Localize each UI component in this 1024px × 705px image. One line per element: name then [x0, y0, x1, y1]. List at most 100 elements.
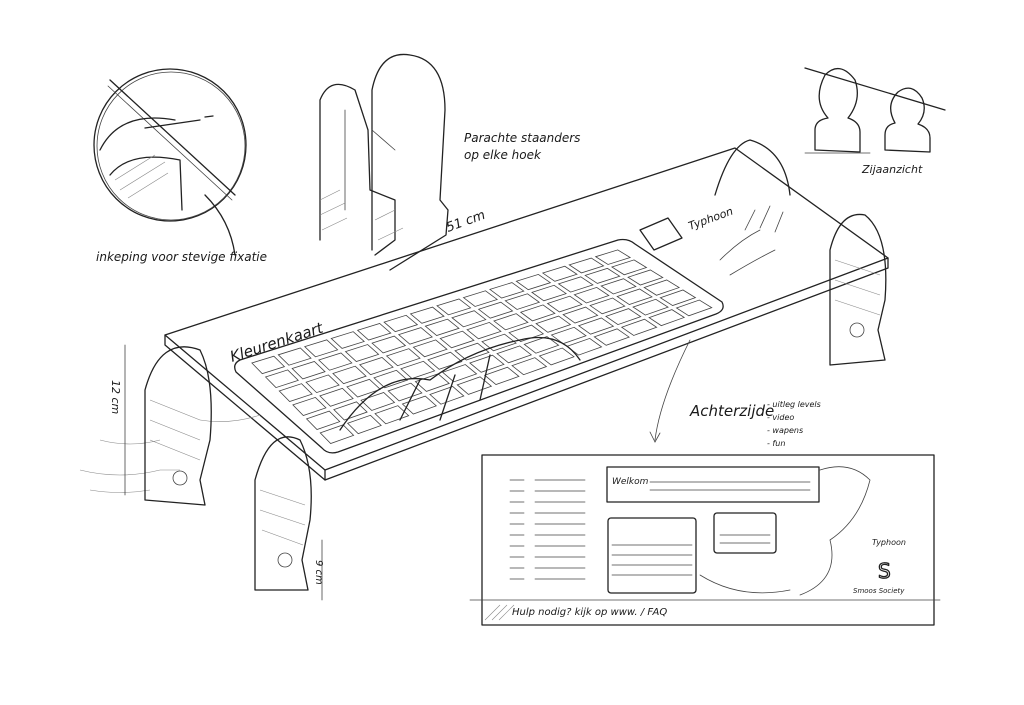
keyboard-key	[568, 257, 605, 274]
panel-society: Smoos Society	[853, 587, 905, 595]
keyboard-key	[632, 298, 669, 316]
keyboard-key	[387, 382, 423, 402]
keyboard-key	[436, 298, 472, 316]
keyboard-key	[356, 323, 392, 341]
side-view-label: Zijaanzicht	[862, 163, 923, 176]
height-dimension-short: 9 cm	[313, 560, 324, 585]
keyboard-key	[541, 265, 578, 282]
back-panel: Welkom Typhoon S Smoos Society Hulp nodi…	[469, 454, 941, 626]
keyboard-key	[504, 293, 541, 310]
keyboard-key	[600, 278, 637, 295]
keyboard-key	[305, 410, 341, 430]
keyboard-key	[659, 289, 697, 306]
stands-note-line: op elke hoek	[464, 148, 541, 162]
keyboard-key	[330, 331, 365, 349]
arrow-to-back	[649, 339, 691, 443]
keyboard-key	[675, 299, 713, 317]
keyboard-key	[346, 414, 382, 435]
smoos-society-logo: S	[878, 559, 891, 583]
keyboard-key	[303, 339, 339, 358]
keyboard-key	[332, 365, 367, 385]
keyboard-key	[346, 378, 382, 398]
keyboard-key	[519, 304, 556, 322]
keyboard-key	[562, 306, 599, 324]
keyboard-key	[515, 273, 552, 291]
keyboard-key	[427, 351, 463, 370]
panel-brand: Typhoon	[872, 538, 906, 547]
keyboard-key	[305, 374, 340, 394]
keyboard-key	[593, 328, 630, 346]
keyboard-key	[627, 269, 664, 286]
keyboard-key	[264, 369, 299, 389]
keyboard-key	[584, 267, 621, 284]
keyboard-key	[292, 396, 327, 417]
keyboard-key	[439, 330, 475, 349]
keyboard-key	[371, 335, 407, 354]
keyboard-key	[508, 324, 545, 342]
keyboard-key	[535, 315, 572, 333]
keyboard-key	[538, 347, 575, 366]
keyboard-key	[511, 357, 548, 376]
keyboard-key	[557, 276, 594, 293]
keyboard-key	[319, 424, 355, 444]
keyboard-key	[278, 383, 313, 403]
keyboard-key	[589, 297, 626, 315]
keyboard-key	[401, 395, 438, 415]
back-side-item: - uitleg levels	[767, 400, 821, 409]
keyboard-key	[477, 301, 514, 319]
keyboard-key	[429, 386, 465, 405]
typhoon-logo: Typhoon	[639, 205, 735, 251]
hand-sketch	[339, 336, 581, 431]
stands-note: Parachte staanders op elke hoek	[464, 130, 580, 164]
back-side-item: - wapens	[767, 426, 804, 435]
keyboard-key	[466, 321, 502, 340]
keyboard-key	[409, 306, 445, 324]
height-dimension-tall: 12 cm	[109, 380, 122, 414]
back-side-item: - fun	[767, 439, 786, 448]
keyboard-key	[397, 327, 433, 345]
keyboard-key	[400, 360, 436, 379]
keyboard-key	[383, 314, 419, 333]
back-side-title: Achterzijde	[690, 402, 775, 420]
keyboard-key	[333, 401, 368, 421]
keyboard-key	[573, 286, 610, 304]
keyboard-key	[550, 326, 587, 345]
keyboard-key	[577, 317, 615, 335]
keyboard-key	[546, 295, 583, 313]
stand-upright-sketch	[319, 53, 449, 271]
svg-text:Typhoon: Typhoon	[687, 205, 735, 233]
stands-note-line: Parachte staanders	[464, 131, 581, 145]
keyboard-key	[462, 290, 499, 307]
keyboard-key	[414, 373, 450, 392]
keyboard-key	[531, 284, 567, 302]
keyboard-key	[456, 376, 493, 395]
keyboard-key	[441, 364, 478, 383]
keyboard-key	[496, 345, 533, 364]
keyboard-key	[454, 342, 490, 361]
keyboard-key	[451, 310, 487, 328]
notch-note: inkeping voor stevige fixatie	[96, 250, 268, 264]
back-side-item: - video	[767, 413, 795, 422]
keyboard-key	[489, 282, 525, 299]
panel-footer: Hulp nodig? kijk op www. / FAQ	[512, 607, 667, 618]
keyboard-key	[648, 309, 686, 327]
keyboard-key	[493, 313, 529, 331]
corner-stands	[144, 139, 887, 591]
keyboard-key	[277, 347, 312, 366]
keyboard-key	[373, 369, 409, 389]
back-side-list: - uitleg levels - video - wapens - fun	[767, 398, 821, 450]
keyboard-key	[469, 354, 505, 373]
keyboard-sketch	[234, 238, 724, 454]
keyboard-key	[374, 405, 410, 425]
keyboard-board	[79, 147, 889, 493]
keyboard-key	[412, 339, 448, 358]
keyboard-key	[291, 361, 326, 380]
keyboard-key	[523, 336, 560, 354]
keyboard-key	[643, 279, 681, 296]
keyboard-key	[594, 249, 632, 265]
keyboard-key	[319, 387, 354, 407]
keyboard-key	[605, 308, 642, 326]
keyboard-key	[251, 355, 286, 375]
keyboard-key	[385, 348, 421, 367]
